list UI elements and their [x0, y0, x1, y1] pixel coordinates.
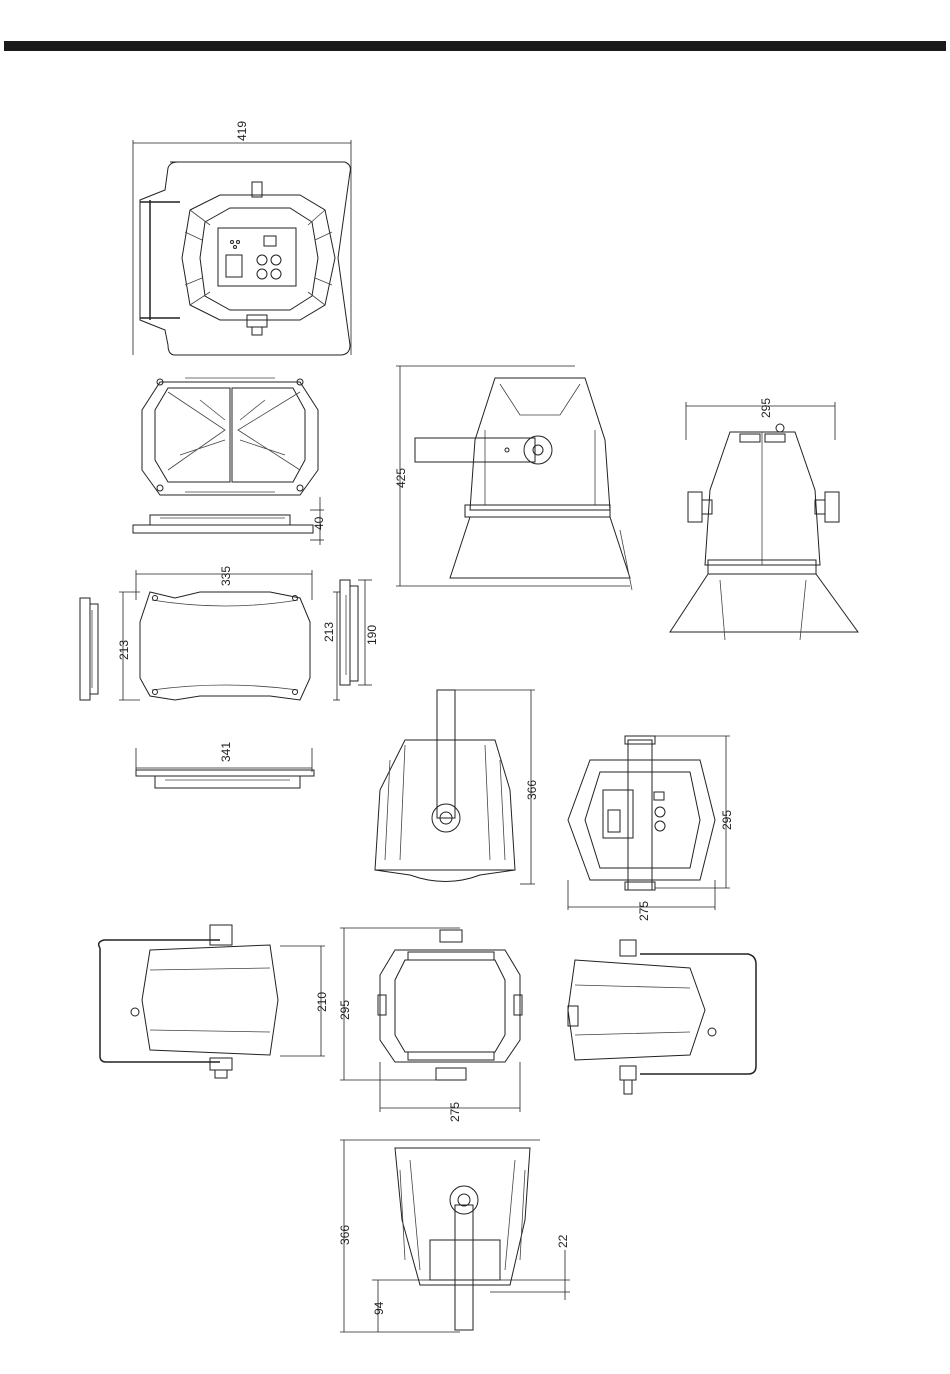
bottom-view: 366 22 94 — [338, 1140, 570, 1332]
body-front-view: 295 275 — [338, 928, 522, 1122]
base-side-view: 40 — [133, 497, 326, 545]
dim-213-left: 213 — [117, 640, 131, 660]
dim-40: 40 — [312, 516, 326, 530]
rear-view: 366 — [375, 690, 539, 884]
dim-213-right: 213 — [322, 622, 336, 642]
dim-341: 341 — [219, 742, 233, 762]
side-view: 425 — [394, 366, 632, 590]
barn-door-front — [142, 378, 318, 495]
dim-210: 210 — [315, 992, 329, 1012]
dim-335: 335 — [219, 566, 233, 586]
dim-94: 94 — [372, 1301, 386, 1315]
yoke-side-view-left: 210 — [99, 925, 329, 1078]
base-plan-view: 335 213 213 190 — [80, 566, 379, 700]
yoke-side-view-right — [568, 940, 756, 1094]
dim-366-rear: 366 — [525, 780, 539, 800]
dim-295-body: 295 — [338, 1000, 352, 1020]
dim-275-body: 275 — [448, 1102, 462, 1122]
dim-366-bottom: 366 — [338, 1225, 352, 1245]
base-bottom-view: 341 — [136, 742, 314, 788]
dim-22: 22 — [556, 1234, 570, 1248]
body-top-view: 295 275 — [568, 736, 734, 921]
dim-419: 419 — [235, 121, 249, 141]
front-view: 295 — [670, 398, 858, 640]
dim-190: 190 — [365, 625, 379, 645]
dim-295-front: 295 — [759, 398, 773, 418]
dim-295-top: 295 — [720, 810, 734, 830]
dim-275-top: 275 — [637, 901, 651, 921]
dim-425: 425 — [394, 468, 408, 488]
top-view-barn-doors: 419 — [133, 121, 351, 355]
